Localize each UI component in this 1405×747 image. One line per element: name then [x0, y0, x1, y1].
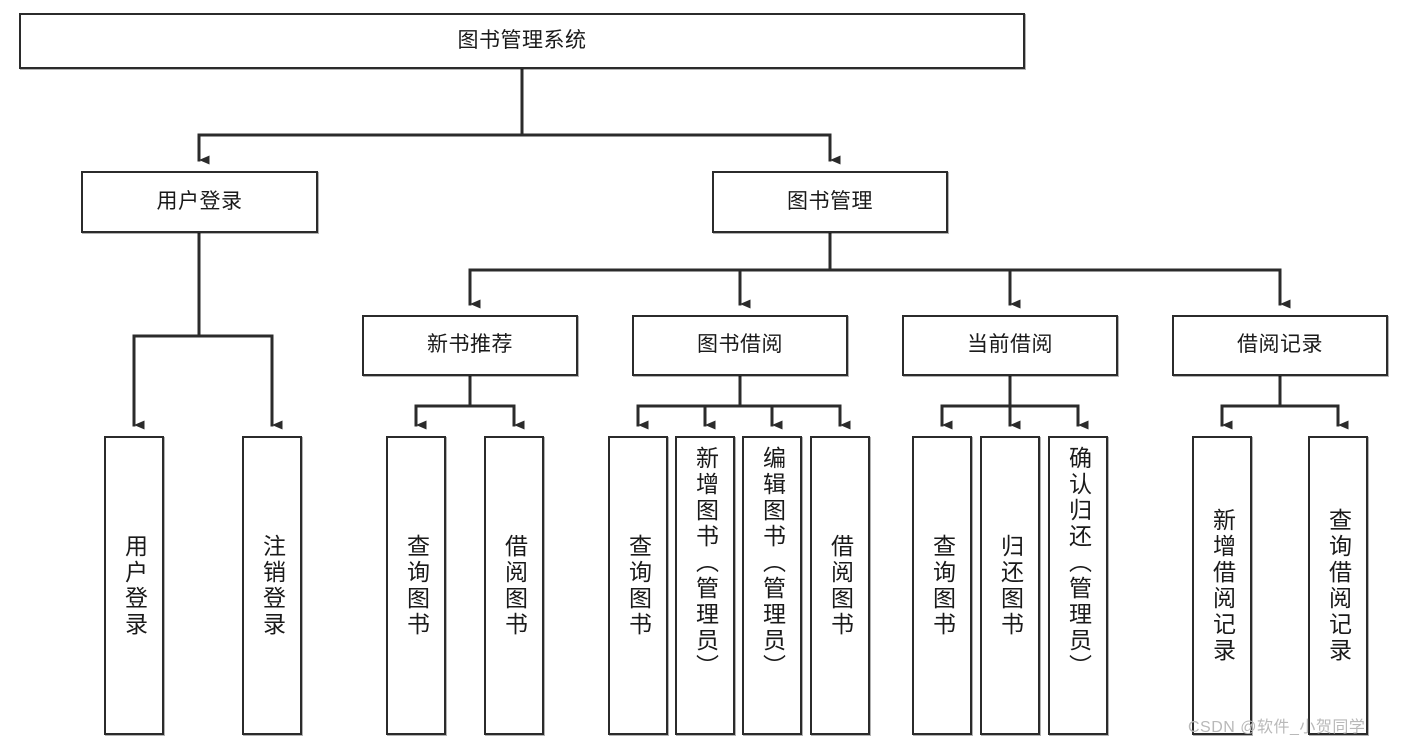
leaf-current-borrow-confirm-return-admin[interactable]: 确认归还（管理员）: [1048, 436, 1108, 735]
node-label: 用户登录: [121, 533, 148, 638]
leaf-book-borrow-add-book-admin[interactable]: 新增图书（管理员）: [675, 436, 735, 735]
leaf-new-book-borrow-books[interactable]: 借阅图书: [484, 436, 544, 735]
node-label: 编辑图书（管理员）: [759, 446, 786, 680]
node-book-borrow[interactable]: 图书借阅: [632, 315, 848, 376]
node-label: 注销登录: [259, 533, 286, 638]
node-label: 当前借阅: [967, 333, 1053, 357]
node-new-book-recommend[interactable]: 新书推荐: [362, 315, 578, 376]
node-label: 借阅图书: [501, 533, 528, 638]
node-label: 借阅记录: [1237, 333, 1323, 357]
node-borrow-record[interactable]: 借阅记录: [1172, 315, 1388, 376]
node-label: 新增图书（管理员）: [692, 446, 719, 680]
node-book-management[interactable]: 图书管理: [712, 171, 948, 233]
node-label: 确认归还（管理员）: [1065, 446, 1092, 680]
node-label: 借阅图书: [827, 533, 854, 638]
node-user-login[interactable]: 用户登录: [81, 171, 318, 233]
leaf-borrow-record-query-record[interactable]: 查询借阅记录: [1308, 436, 1368, 735]
leaf-borrow-record-add-record[interactable]: 新增借阅记录: [1192, 436, 1252, 735]
node-label: 图书管理系统: [457, 28, 587, 52]
node-root-book-management-system[interactable]: 图书管理系统: [19, 13, 1025, 69]
node-label: 新书推荐: [427, 333, 513, 357]
leaf-current-borrow-return-books[interactable]: 归还图书: [980, 436, 1040, 735]
node-current-borrow[interactable]: 当前借阅: [902, 315, 1118, 376]
node-label: 查询图书: [625, 533, 652, 638]
node-label: 查询借阅记录: [1325, 507, 1352, 664]
leaf-book-borrow-borrow-books[interactable]: 借阅图书: [810, 436, 870, 735]
leaf-book-borrow-query-books[interactable]: 查询图书: [608, 436, 668, 735]
leaf-current-borrow-query-books[interactable]: 查询图书: [912, 436, 972, 735]
leaf-new-book-query-books[interactable]: 查询图书: [386, 436, 446, 735]
leaf-user-login-logout[interactable]: 注销登录: [242, 436, 302, 735]
node-label: 归还图书: [997, 533, 1024, 638]
node-label: 新增借阅记录: [1209, 507, 1236, 664]
node-label: 图书借阅: [697, 333, 783, 357]
node-label: 用户登录: [156, 189, 243, 213]
leaf-user-login-login[interactable]: 用户登录: [104, 436, 164, 735]
node-label: 查询图书: [403, 533, 430, 638]
node-label: 图书管理: [787, 189, 873, 213]
leaf-book-borrow-edit-book-admin[interactable]: 编辑图书（管理员）: [742, 436, 802, 735]
watermark: CSDN @软件_小贺同学: [1188, 719, 1366, 736]
node-label: 查询图书: [929, 533, 956, 638]
